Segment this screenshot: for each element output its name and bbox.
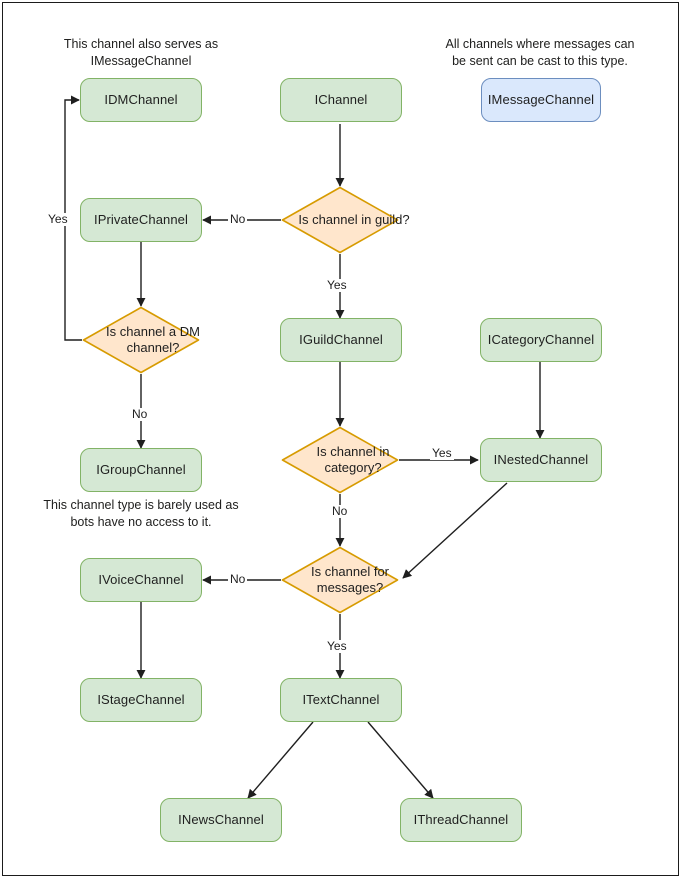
decision-in-guild[interactable]: Is channel in guild? [281, 186, 410, 254]
diamond-shape [82, 306, 200, 374]
edge-label-guild-no: No [228, 212, 248, 227]
edge-inested-to-for-messages [402, 482, 508, 579]
node-iguild-channel[interactable]: IGuildChannel [280, 318, 402, 362]
edge-label-messages-no: No [228, 572, 248, 587]
edge-label-messages-yes: Yes [325, 639, 349, 654]
node-ivoice-channel[interactable]: IVoiceChannel [80, 558, 202, 602]
edge-itext-to-inews [247, 721, 314, 799]
node-igroup-channel[interactable]: IGroupChannel [80, 448, 202, 492]
node-ichannel[interactable]: IChannel [280, 78, 402, 122]
node-inested-channel[interactable]: INestedChannel [480, 438, 602, 482]
edge-label-dm-no: No [130, 407, 150, 422]
diamond-shape [281, 186, 399, 254]
edge-label-dm-yes: Yes [46, 212, 70, 227]
note-group-channel: This channel type is barely used as bots… [43, 498, 239, 529]
node-istage-channel[interactable]: IStageChannel [80, 678, 202, 722]
note-dm-channel: This channel also serves as IMessageChan… [63, 37, 219, 68]
decision-in-category[interactable]: Is channel in category? [281, 426, 399, 494]
node-imessage-channel[interactable]: IMessageChannel [481, 78, 601, 122]
edge-itext-to-ithread [367, 721, 434, 799]
node-itext-channel[interactable]: ITextChannel [280, 678, 402, 722]
node-icategory-channel[interactable]: ICategoryChannel [480, 318, 602, 362]
edge-label-guild-yes: Yes [325, 278, 349, 293]
edge-label-category-yes: Yes [430, 446, 454, 461]
decision-for-messages[interactable]: Is channel for messages? [281, 546, 399, 614]
node-inews-channel[interactable]: INewsChannel [160, 798, 282, 842]
edge-label-category-no: No [330, 504, 350, 519]
decision-is-dm[interactable]: Is channel a DM channel? [82, 306, 200, 374]
node-ithread-channel[interactable]: IThreadChannel [400, 798, 522, 842]
node-idm-channel[interactable]: IDMChannel [80, 78, 202, 122]
diamond-shape [281, 546, 399, 614]
diamond-shape [281, 426, 399, 494]
note-message-channel: All channels where messages can be sent … [445, 37, 635, 68]
node-iprivate-channel[interactable]: IPrivateChannel [80, 198, 202, 242]
